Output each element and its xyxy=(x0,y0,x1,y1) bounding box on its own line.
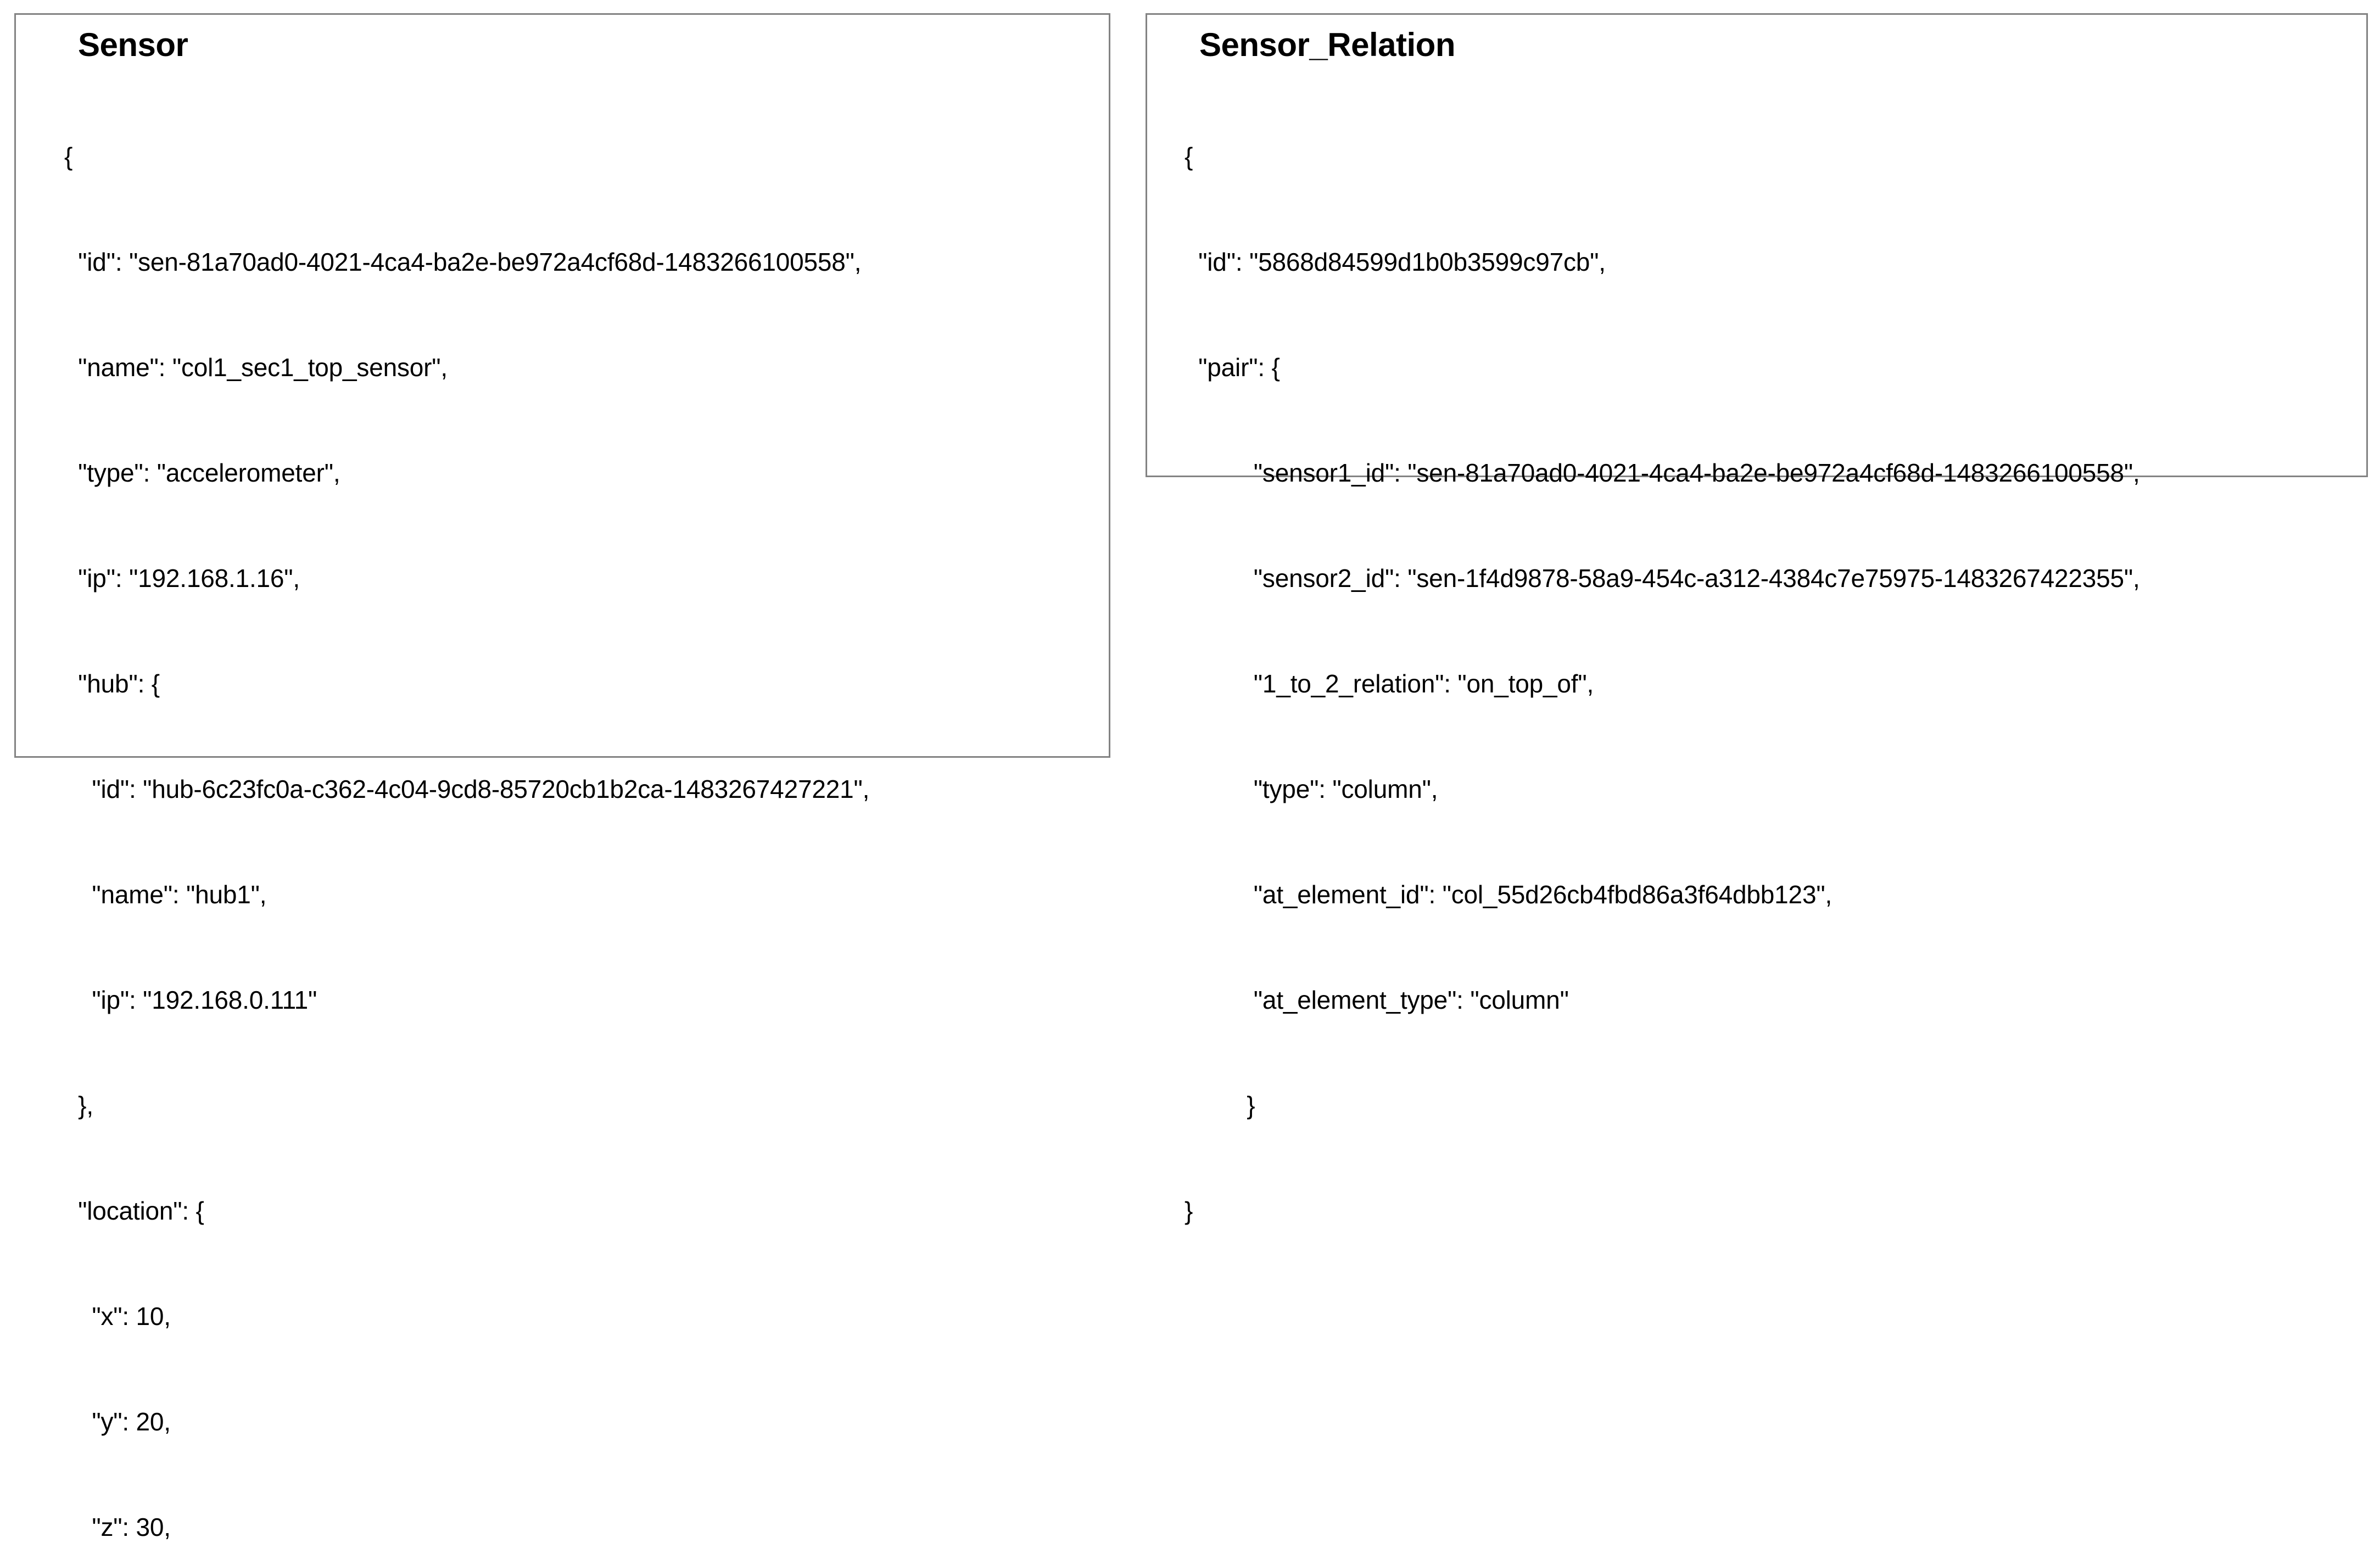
code-line: "z": 30, xyxy=(64,1513,171,1541)
sensor-panel-title: Sensor xyxy=(78,26,188,63)
code-line: "1_to_2_relation": "on_top_of", xyxy=(1185,669,1594,698)
code-line: } xyxy=(1185,1197,1193,1225)
code-line: "location": { xyxy=(64,1197,204,1225)
sensor-json-code-block: { "id": "sen-81a70ad0-4021-4ca4-ba2e-be9… xyxy=(64,69,869,1543)
code-line: "ip": "192.168.0.111" xyxy=(64,986,317,1014)
code-line: { xyxy=(1185,142,1193,171)
code-line: "at_element_type": "column" xyxy=(1185,986,1569,1014)
code-line: "type": "accelerometer", xyxy=(64,459,340,487)
sensor-entity-panel: Sensor { "id": "sen-81a70ad0-4021-4ca4-b… xyxy=(14,13,1110,1541)
sensor-relation-json-code-block: { "id": "5868d84599d1b0b3599c97cb", "pai… xyxy=(1185,69,2140,1299)
code-line: } xyxy=(1185,1091,1255,1120)
code-line: "id": "sen-81a70ad0-4021-4ca4-ba2e-be972… xyxy=(64,248,862,276)
code-line: "y": 20, xyxy=(64,1407,171,1436)
code-line: "sensor2_id": "sen-1f4d9878-58a9-454c-a3… xyxy=(1185,564,2140,592)
code-line: "name": "col1_sec1_top_sensor", xyxy=(64,353,448,382)
sensor-relation-entity-panel: Sensor_Relation { "id": "5868d84599d1b0b… xyxy=(1146,13,2368,1225)
code-line: "ip": "192.168.1.16", xyxy=(64,564,300,592)
code-line: "sensor1_id": "sen-81a70ad0-4021-4ca4-ba… xyxy=(1185,459,2140,487)
code-line: }, xyxy=(64,1091,93,1120)
code-line: "pair": { xyxy=(1185,353,1280,382)
code-line: "type": "column", xyxy=(1185,775,1438,803)
code-line: "x": 10, xyxy=(64,1302,171,1330)
code-line: "id": "hub-6c23fc0a-c362-4c04-9cd8-85720… xyxy=(64,775,870,803)
code-line: { xyxy=(64,142,73,171)
code-line: "name": "hub1", xyxy=(64,880,267,909)
code-line: "hub": { xyxy=(64,669,160,698)
sensor-relation-panel-title: Sensor_Relation xyxy=(1199,26,1455,63)
code-line: "id": "5868d84599d1b0b3599c97cb", xyxy=(1185,248,1606,276)
code-line: "at_element_id": "col_55d26cb4fbd86a3f64… xyxy=(1185,880,1833,909)
